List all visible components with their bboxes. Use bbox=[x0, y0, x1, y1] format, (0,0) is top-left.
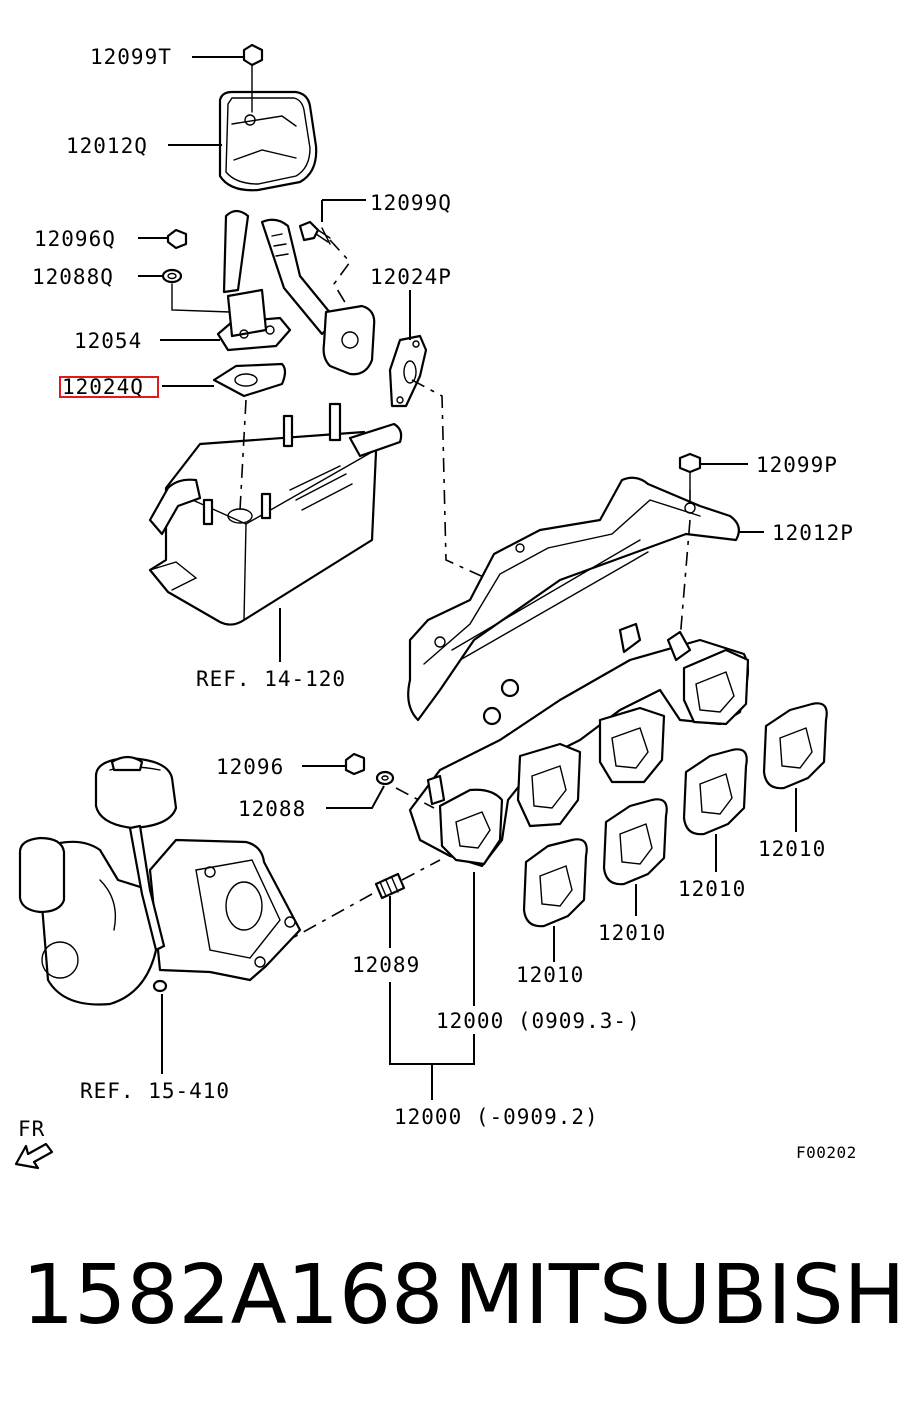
label-12010-a: 12010 bbox=[516, 963, 584, 987]
label-12099Q: 12099Q bbox=[370, 191, 452, 215]
product-caption: 1582A168 MITSUBISHI bbox=[0, 1255, 909, 1395]
washer-12088Q bbox=[161, 268, 183, 284]
figure-code: F00202 bbox=[796, 1143, 857, 1162]
label-12096: 12096 bbox=[216, 755, 284, 779]
label-12088Q: 12088Q bbox=[32, 265, 114, 289]
label-12024P: 12024P bbox=[370, 265, 452, 289]
label-ref-14-120: REF. 14-120 bbox=[196, 667, 346, 691]
label-12010-d: 12010 bbox=[758, 837, 826, 861]
label-12088: 12088 bbox=[238, 797, 306, 821]
axis-12099P bbox=[679, 490, 691, 641]
label-12089: 12089 bbox=[352, 953, 420, 977]
label-12012Q: 12012Q bbox=[66, 134, 148, 158]
bolt-12099P bbox=[678, 452, 702, 491]
label-12096Q: 12096Q bbox=[34, 227, 116, 251]
highlight-box-12024Q bbox=[59, 376, 159, 398]
label-12054: 12054 bbox=[74, 329, 142, 353]
exhaust-manifold-12000 bbox=[408, 622, 750, 868]
flange-12054 bbox=[216, 288, 292, 352]
leader-12088 bbox=[326, 785, 385, 809]
axis-gasket-cooler bbox=[239, 399, 247, 511]
egr-pipe bbox=[222, 209, 376, 376]
axis-washer-12088 bbox=[395, 787, 435, 809]
label-12099P: 12099P bbox=[756, 453, 838, 477]
gasket-12010-2 bbox=[602, 798, 668, 886]
bolt-12099Q bbox=[298, 220, 331, 245]
label-12099T: 12099T bbox=[90, 45, 172, 69]
nut-12096 bbox=[344, 752, 366, 776]
turbocharger bbox=[18, 755, 302, 1006]
label-12000-new: 12000 (0909.3-) bbox=[436, 1009, 641, 1033]
brand-name: MITSUBISHI bbox=[454, 1248, 909, 1343]
leader-12099Q bbox=[321, 199, 366, 222]
egr-cooler bbox=[148, 402, 403, 626]
label-12000-old: 12000 (-0909.2) bbox=[394, 1105, 599, 1129]
gasket-12024Q bbox=[212, 362, 287, 398]
leader-12099Q-axis bbox=[329, 239, 352, 305]
heat-shield-12012P bbox=[407, 476, 741, 722]
label-12010-b: 12010 bbox=[598, 921, 666, 945]
label-12010-c: 12010 bbox=[678, 877, 746, 901]
front-arrow-icon bbox=[14, 1142, 54, 1170]
parts-diagram: 12099T 12012Q 12099Q 12096Q 12088Q 12024… bbox=[14, 43, 857, 1170]
nut-12096Q bbox=[166, 228, 188, 250]
washer-12088 bbox=[375, 770, 395, 786]
gasket-12010-3 bbox=[682, 748, 748, 836]
gasket-12010-1 bbox=[522, 838, 588, 928]
label-12012P: 12012P bbox=[772, 521, 854, 545]
label-ref-15-410: REF. 15-410 bbox=[80, 1079, 230, 1103]
gasket-12024P bbox=[388, 334, 428, 408]
bolt-12099T bbox=[242, 43, 264, 73]
stud-12089 bbox=[374, 872, 406, 900]
leader-12000-bracket bbox=[389, 982, 475, 1100]
label-fr: FR bbox=[18, 1117, 45, 1141]
axis-gasket-manifold bbox=[411, 379, 491, 581]
gasket-12010-4 bbox=[762, 702, 828, 790]
label-12024Q: 12024Q bbox=[62, 375, 144, 399]
cover-12012Q bbox=[218, 90, 318, 192]
leader-12088Q-axis bbox=[171, 283, 231, 313]
part-number: 1582A168 bbox=[22, 1248, 444, 1343]
